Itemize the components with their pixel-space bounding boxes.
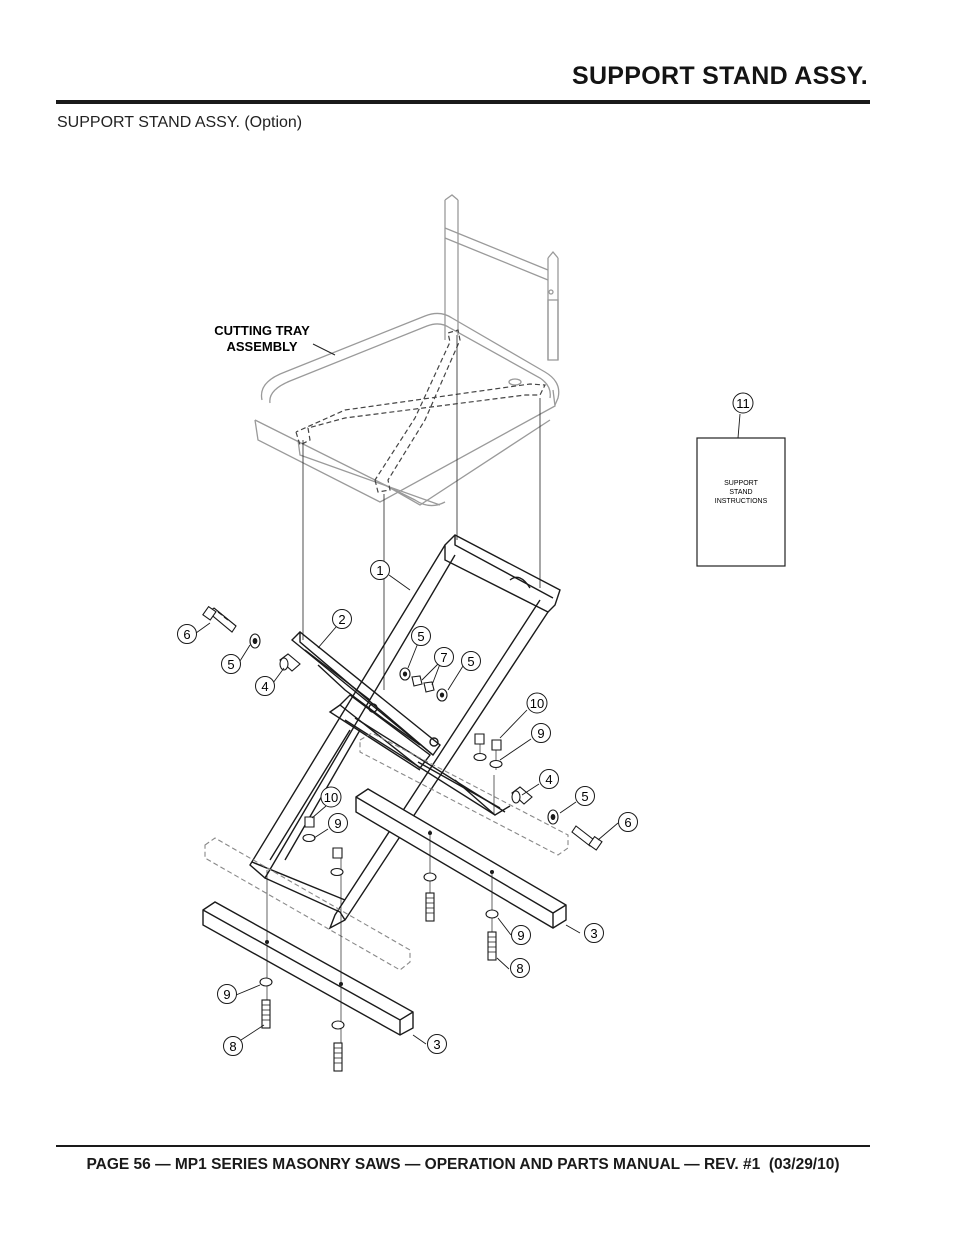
svg-text:2: 2 [338, 612, 345, 627]
svg-text:5: 5 [467, 654, 474, 669]
callout-6: 6 [618, 812, 638, 832]
callout-leaders [195, 413, 741, 1045]
callout-4: 4 [255, 676, 275, 696]
svg-text:1: 1 [376, 563, 383, 578]
alignment-lines [302, 335, 541, 690]
hardware [202, 605, 603, 1072]
svg-text:7: 7 [440, 650, 447, 665]
callouts: 1 2 6 5 4 5 7 5 10 9 4 5 6 10 9 9 3 8 9 … [177, 392, 754, 1056]
exploded-parts-drawing: CUTTING TRAY ASSEMBLY SUPPORT STAND INST… [177, 194, 786, 1072]
foot-rails [202, 788, 567, 1036]
callout-5: 5 [411, 626, 431, 646]
page-title: SUPPORT STAND ASSY. [571, 62, 868, 90]
svg-text:5: 5 [417, 629, 424, 644]
callout-6: 6 [177, 624, 197, 644]
callout-5: 5 [575, 786, 595, 806]
svg-text:5: 5 [581, 789, 588, 804]
callout-9: 9 [328, 813, 348, 833]
svg-text:10: 10 [324, 790, 338, 805]
svg-text:5: 5 [227, 657, 234, 672]
callout-10: 10 [526, 692, 548, 714]
callout-3: 3 [584, 923, 604, 943]
booklet-line1: SUPPORT [724, 480, 758, 487]
svg-text:3: 3 [433, 1037, 440, 1052]
callout-5: 5 [461, 651, 481, 671]
section-subtitle: SUPPORT STAND ASSY. (Option) [57, 114, 303, 131]
svg-text:6: 6 [624, 815, 631, 830]
page-footer: PAGE 56 — MP1 SERIES MASONRY SAWS — OPER… [86, 1156, 840, 1173]
callout-8: 8 [510, 958, 530, 978]
svg-text:6: 6 [183, 627, 190, 642]
svg-text:11: 11 [736, 396, 750, 411]
svg-text:8: 8 [229, 1039, 236, 1054]
svg-text:3: 3 [590, 926, 597, 941]
svg-text:4: 4 [261, 679, 268, 694]
title-rule [56, 100, 870, 104]
callout-9: 9 [531, 723, 551, 743]
stand-frame [249, 534, 561, 930]
cutting-tray-assembly [254, 194, 560, 507]
svg-text:8: 8 [516, 961, 523, 976]
svg-text:9: 9 [223, 987, 230, 1002]
callout-2: 2 [332, 609, 352, 629]
callout-4: 4 [539, 769, 559, 789]
callout-7: 7 [434, 647, 454, 667]
instructions-booklet: SUPPORT STAND INSTRUCTIONS [696, 437, 786, 567]
callout-9: 9 [511, 925, 531, 945]
svg-text:9: 9 [334, 816, 341, 831]
callout-1: 1 [370, 560, 390, 580]
booklet-line2: STAND [729, 489, 752, 496]
callout-9: 9 [217, 984, 237, 1004]
svg-text:9: 9 [537, 726, 544, 741]
svg-text:9: 9 [517, 928, 524, 943]
tray-label-line1: CUTTING TRAY [214, 323, 310, 338]
svg-text:10: 10 [530, 696, 544, 711]
callout-10: 10 [320, 786, 342, 808]
callout-5: 5 [221, 654, 241, 674]
footer-rule [56, 1145, 870, 1147]
callout-8: 8 [223, 1036, 243, 1056]
tray-label-line2: ASSEMBLY [226, 339, 297, 354]
svg-text:4: 4 [545, 772, 552, 787]
callout-3: 3 [427, 1034, 447, 1054]
callout-11: 11 [732, 392, 754, 414]
booklet-line3: INSTRUCTIONS [715, 498, 768, 505]
